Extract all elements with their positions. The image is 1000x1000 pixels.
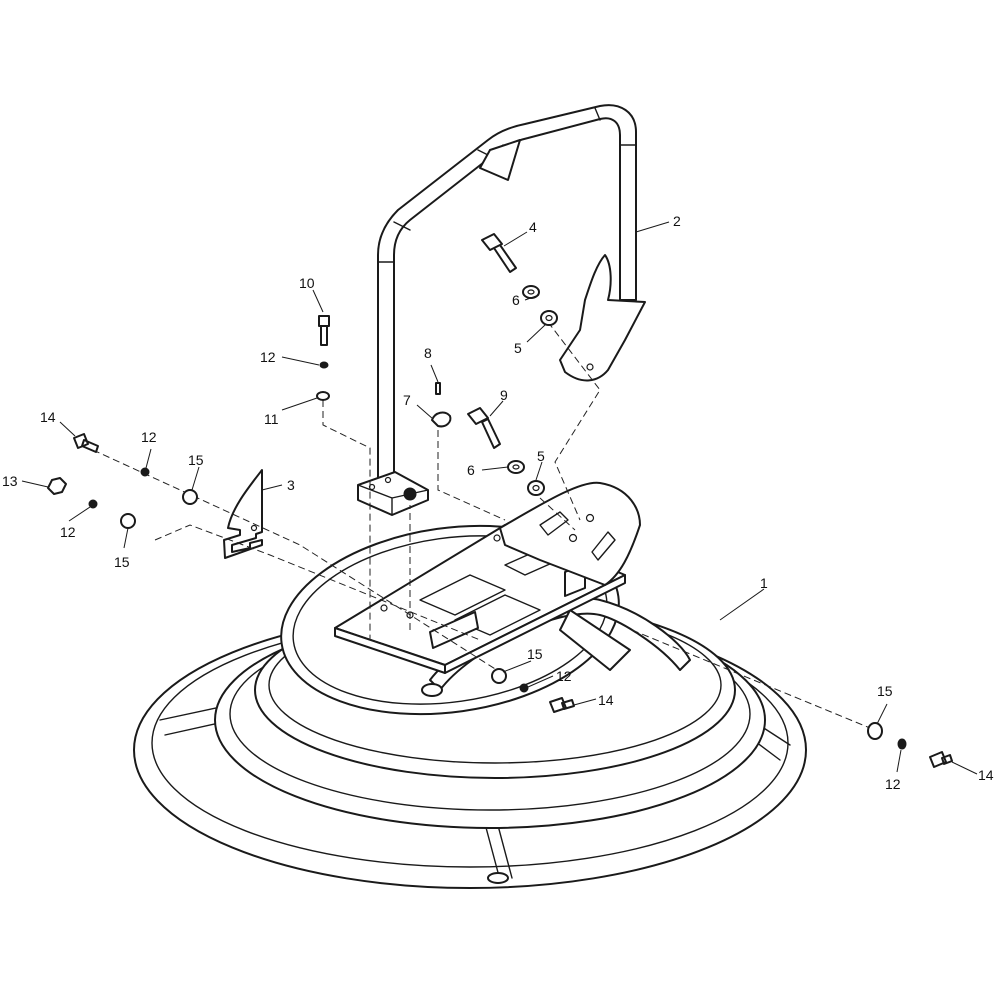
callout-12-left-lower: 12: [60, 524, 76, 540]
callout-5-upper: 5: [514, 340, 522, 356]
callout-6-lower: 6: [467, 462, 475, 478]
callout-labels: 1 2 3 4 5 5 6 6 7 8 9 10 11 12 12 12 12 …: [2, 213, 994, 792]
hardware: [47, 233, 953, 768]
callout-12-left-upper: 12: [141, 429, 157, 445]
callout-7: 7: [403, 392, 411, 408]
callout-3: 3: [287, 477, 295, 493]
callout-15-left-upper: 15: [188, 452, 204, 468]
callout-8: 8: [424, 345, 432, 361]
leader-lines: [21, 221, 978, 775]
callout-14-left: 14: [40, 409, 56, 425]
callout-14-center: 14: [598, 692, 614, 708]
shield-plate: [223, 469, 263, 559]
callout-2: 2: [673, 213, 681, 229]
callout-15-center: 15: [527, 646, 543, 662]
callout-5-lower: 5: [537, 448, 545, 464]
callout-10: 10: [299, 275, 315, 291]
callout-1: 1: [760, 575, 768, 591]
callout-12-top: 12: [260, 349, 276, 365]
assembly-lines: [92, 321, 871, 729]
callout-6-upper: 6: [512, 292, 520, 308]
handle-bar: [357, 104, 646, 516]
callout-14-right: 14: [978, 767, 994, 783]
callout-4: 4: [529, 219, 537, 235]
callout-12-right: 12: [885, 776, 901, 792]
callout-12-center: 12: [556, 668, 572, 684]
callout-15-left-lower: 15: [114, 554, 130, 570]
callout-11: 11: [264, 411, 279, 427]
callout-9: 9: [500, 387, 508, 403]
mounting-plate: [334, 481, 641, 674]
callout-13: 13: [2, 473, 18, 489]
callout-15-right: 15: [877, 683, 893, 699]
